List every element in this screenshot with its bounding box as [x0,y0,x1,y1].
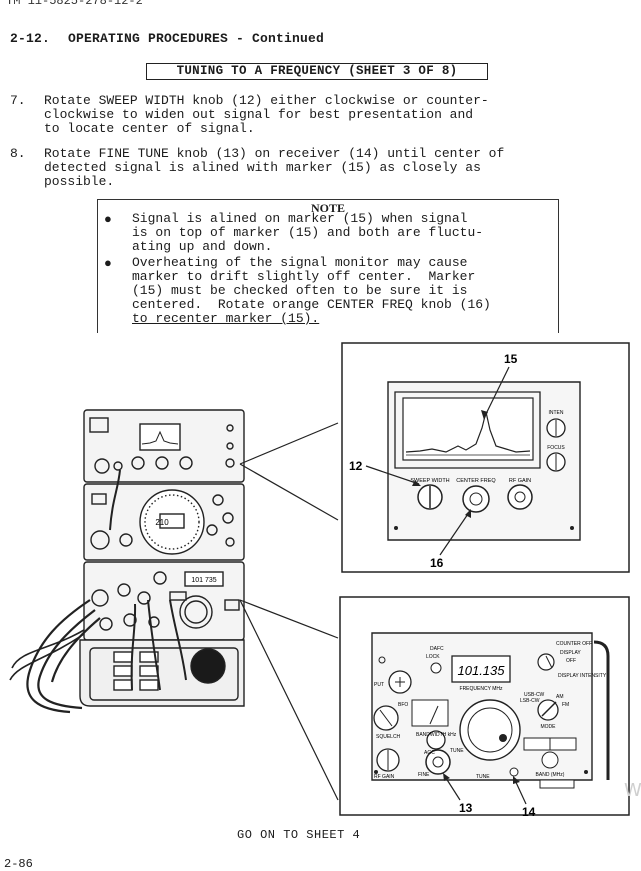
left-dial-readout: 210 [155,518,169,527]
callout-15: 15 [504,352,518,366]
band-label: BAND (MHz) [536,772,565,778]
bullet-dot: ● [104,212,112,227]
signal-monitor-inset [341,342,630,573]
fm-label: FM [562,702,569,708]
sweep-width-label: SWEEP WIDTH [410,478,449,484]
step-line: Rotate FINE TUNE knob (13) on receiver (… [44,146,505,161]
note-line: marker to drift slightly off center. Mar… [132,269,476,284]
afc-label: DAFC [430,646,444,652]
leader-line [239,599,339,639]
bandwidth-meter [411,699,449,727]
freq-label: FREQUENCY MHz [460,686,503,692]
left-freq-display: 101 735 [191,577,216,584]
note-line: Overheating of the signal monitor may ca… [132,255,468,270]
note-line: (15) must be checked often to be sure it… [132,283,468,298]
step-line: clockwise to widen out signal for best p… [44,107,474,122]
squelch-label: SQUELCH [376,734,401,740]
step-number: 8. [10,146,26,161]
lock-label: LOCK [426,654,440,660]
agc-switch[interactable] [426,730,446,750]
watermark: W [624,780,641,801]
counter-off-label: COUNTER OFF [556,641,592,647]
rf-gain-label: RF GAIN [509,478,531,484]
step-line: detected signal is alined with marker (1… [44,160,481,175]
step-line: to locate center of signal. [44,121,255,136]
lsb-cw-label: LSB-CW [520,698,540,704]
receiver-inset [339,596,630,816]
document-id: TM 11-5825-278-12-2 [6,0,143,8]
bfo-label: BFO [398,702,408,708]
note-line: is on top of marker (15) and both are fl… [132,225,484,240]
agc-label: AGC [424,750,435,756]
equipment-stack [9,409,245,714]
focus-label: FOCUS [547,445,565,451]
bullet-dot: ● [104,256,112,271]
leader-line [239,422,339,465]
inten-label: INTEN [549,410,564,416]
callout-12: 12 [349,459,363,473]
step-line: Rotate SWEEP WIDTH knob (12) either cloc… [44,93,489,108]
fine-tune-label: TUNE [450,748,464,754]
callout-16: 16 [430,556,444,570]
section-title: OPERATING PROCEDURES - Continued [68,31,325,46]
note-line: centered. Rotate orange CENTER FREQ knob… [132,297,491,312]
step-line: possible. [44,174,115,189]
fine-tune-knob[interactable] [425,749,451,775]
note-line: Signal is alined on marker (15) when sig… [132,211,468,226]
note-title: NOTE [310,201,345,215]
note-line: to recenter marker (15). [132,311,320,326]
center-freq-label: CENTER FREQ [456,478,496,484]
frequency-display [451,655,511,683]
put-label: PUT [374,682,384,688]
leader-line [239,463,339,521]
display-intensity-label: DISPLAY INTENSITY [558,673,607,679]
tune-label: TUNE [476,774,490,780]
counter-off-switch[interactable] [537,653,555,671]
section-number: 2-12. [10,31,51,46]
section-heading: 2-12. OPERATING PROCEDURES - Continued [10,31,324,46]
sheet-title-box: TUNING TO A FREQUENCY (SHEET 3 OF 8) [146,63,488,80]
leader-line [239,599,339,801]
am-label: AM [556,694,564,700]
main-tune-dial[interactable] [459,699,521,761]
note-box: NOTE ● Signal is alined on marker (15) w… [97,199,559,333]
footer-instruction: GO ON TO SHEET 4 [237,828,361,842]
callout-14: 14 [522,805,536,819]
display-label: DISPLAY [560,650,581,656]
usb-cw-label: USB-CW [524,692,545,698]
fine-label: FINE [418,772,430,778]
rf-gain-knob[interactable] [507,484,533,510]
note-line: ating up and down. [132,239,273,254]
center-freq-knob[interactable] [462,485,490,513]
signal-trace [405,411,531,453]
mode-label: MODE [541,724,557,730]
display-off-label: OFF [566,658,576,664]
step-number: 7. [10,93,26,108]
bandwidth-label: BANDWIDTH kHz [416,732,457,738]
callout-13: 13 [459,801,473,815]
receiver-freq-readout: 101.135 [458,663,506,678]
page-number: 2-86 [4,857,33,871]
rf-gain-receiver-label: RF GAIN [374,774,395,780]
afc-switch[interactable] [430,662,442,674]
